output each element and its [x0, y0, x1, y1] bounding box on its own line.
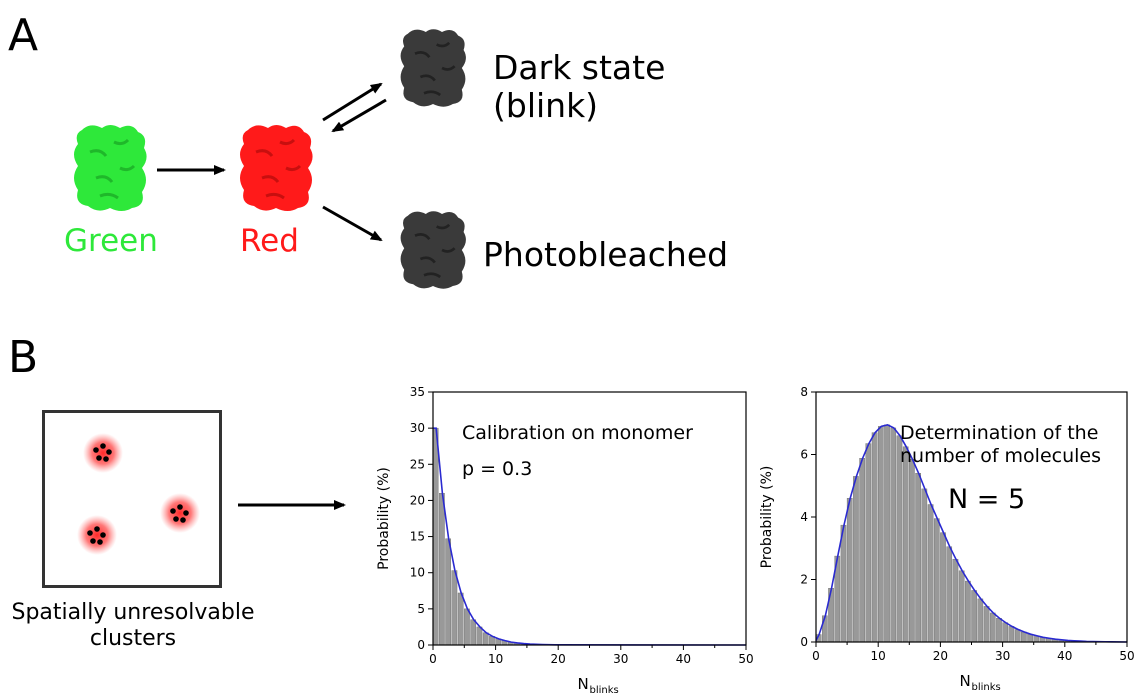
chart2-bar [958, 570, 965, 643]
chart2-bar [996, 618, 1002, 643]
chart1-annotation-1: Calibration on monomer [462, 422, 693, 444]
chart2-xtick-label: 0 [812, 649, 820, 663]
chart1-annotation-2: p = 0.3 [462, 458, 533, 480]
chart2-bar [971, 590, 977, 643]
cluster-caption-line2: clusters [89, 626, 177, 652]
chart1-xlabel: N [578, 675, 589, 693]
chart2-bar [915, 473, 921, 643]
chart2-bar [977, 598, 984, 643]
chart2-ytick-label: 2 [800, 573, 808, 587]
arrow-dark-to-red [331, 98, 387, 133]
chart2-bar [921, 488, 928, 643]
chart2-xlabel: N [960, 672, 971, 690]
chart1-ytick-label: 20 [410, 493, 425, 507]
chart2-bar [1027, 633, 1033, 643]
chart2-ytick-label: 0 [800, 635, 808, 649]
chart1-ytick-label: 35 [410, 385, 425, 399]
green-label: Green [64, 223, 158, 259]
red-label: Red [240, 223, 299, 259]
chart1-ytick-label: 5 [417, 602, 425, 616]
chart1-ylabel: Probability (%) [376, 467, 392, 570]
arrow-red-to-bleached [322, 205, 383, 242]
chart2-bar [865, 443, 872, 643]
chart2-fit-curve [815, 423, 1128, 643]
chart2-ytick-label: 6 [800, 448, 808, 462]
chart2-bar [965, 580, 971, 643]
chart1-xtick-label: 30 [613, 652, 628, 666]
chart2-bar [853, 476, 859, 643]
chart1-ytick-label: 30 [410, 421, 425, 435]
red-protein-image [240, 125, 313, 211]
dark-state-line1: Dark state [493, 48, 666, 87]
chart2-bar [1014, 629, 1021, 643]
chart2-bar [1021, 631, 1027, 643]
chart2-ylabel: Probability (%) [759, 466, 775, 569]
chart2-xtick-label: 40 [1057, 649, 1072, 663]
panel-b-letter: B [8, 332, 39, 383]
chart2-bar [846, 498, 853, 643]
chart1-xtick-label: 40 [676, 652, 691, 666]
chart2-annotation-1: Determination of the [900, 422, 1099, 444]
chart2-bar [946, 546, 953, 643]
chart1-ytick-label: 10 [410, 566, 425, 580]
dark-state-label: Dark state (blink) [493, 49, 665, 125]
chart1-ytick-label: 25 [410, 457, 425, 471]
arrow-red-to-dark [322, 82, 383, 122]
chart2-bar [989, 612, 996, 643]
panel-a-letter: A [8, 10, 39, 61]
chart2-bar [952, 558, 959, 643]
chart2-bar [859, 458, 865, 643]
chart2-xtick-label: 10 [871, 649, 886, 663]
chart2-bar [902, 446, 909, 643]
chart1-xtick-label: 0 [429, 652, 437, 666]
chart1-xtick-label: 50 [738, 652, 753, 666]
chart1-ytick-label: 15 [410, 530, 425, 544]
chart2-xtick-label: 20 [933, 649, 948, 663]
chart2-xlabel-sub: blinks [972, 682, 1001, 693]
chart2-ytick-label: 8 [800, 385, 808, 399]
chart2-xtick-label: 50 [1119, 649, 1134, 663]
cluster-1 [83, 433, 123, 473]
photobleached-label: Photobleached [483, 235, 729, 274]
chart2-bar [940, 532, 946, 643]
chart2-bar [878, 426, 884, 643]
dark-state-protein-image [400, 29, 466, 107]
chart1-xlabel-sub: blinks [590, 685, 619, 693]
photobleached-protein-image [400, 211, 466, 289]
chart2-bar [890, 427, 897, 643]
chart2-bar [933, 518, 940, 643]
chart2-bar [983, 606, 990, 643]
chart2-bar [884, 424, 890, 643]
chart2-bar [1008, 626, 1015, 643]
cluster-box [42, 410, 222, 588]
cluster-caption-line1: Spatially unresolvable [11, 600, 255, 625]
dark-state-line2: (blink) [493, 85, 599, 125]
chart2-bar [871, 432, 878, 643]
cluster-2 [160, 493, 200, 533]
chart2-annotation-3: N = 5 [948, 484, 1026, 515]
cluster-caption: Spatially unresolvable clusters [2, 600, 264, 653]
chart1-xtick-label: 20 [551, 652, 566, 666]
chart2-bar [1002, 622, 1009, 643]
chart2-bar [909, 458, 915, 643]
chart2-bar [927, 504, 934, 643]
chart2-annotation-2: number of molecules [900, 445, 1102, 467]
chart2-bar [840, 524, 847, 643]
chart1-xtick-label: 10 [488, 652, 503, 666]
cluster-3 [77, 515, 117, 555]
chart1-ytick-label: 0 [417, 638, 425, 652]
green-protein-image [74, 125, 147, 211]
chart2-xtick-label: 30 [995, 649, 1010, 663]
chart2-ytick-label: 4 [800, 510, 808, 524]
